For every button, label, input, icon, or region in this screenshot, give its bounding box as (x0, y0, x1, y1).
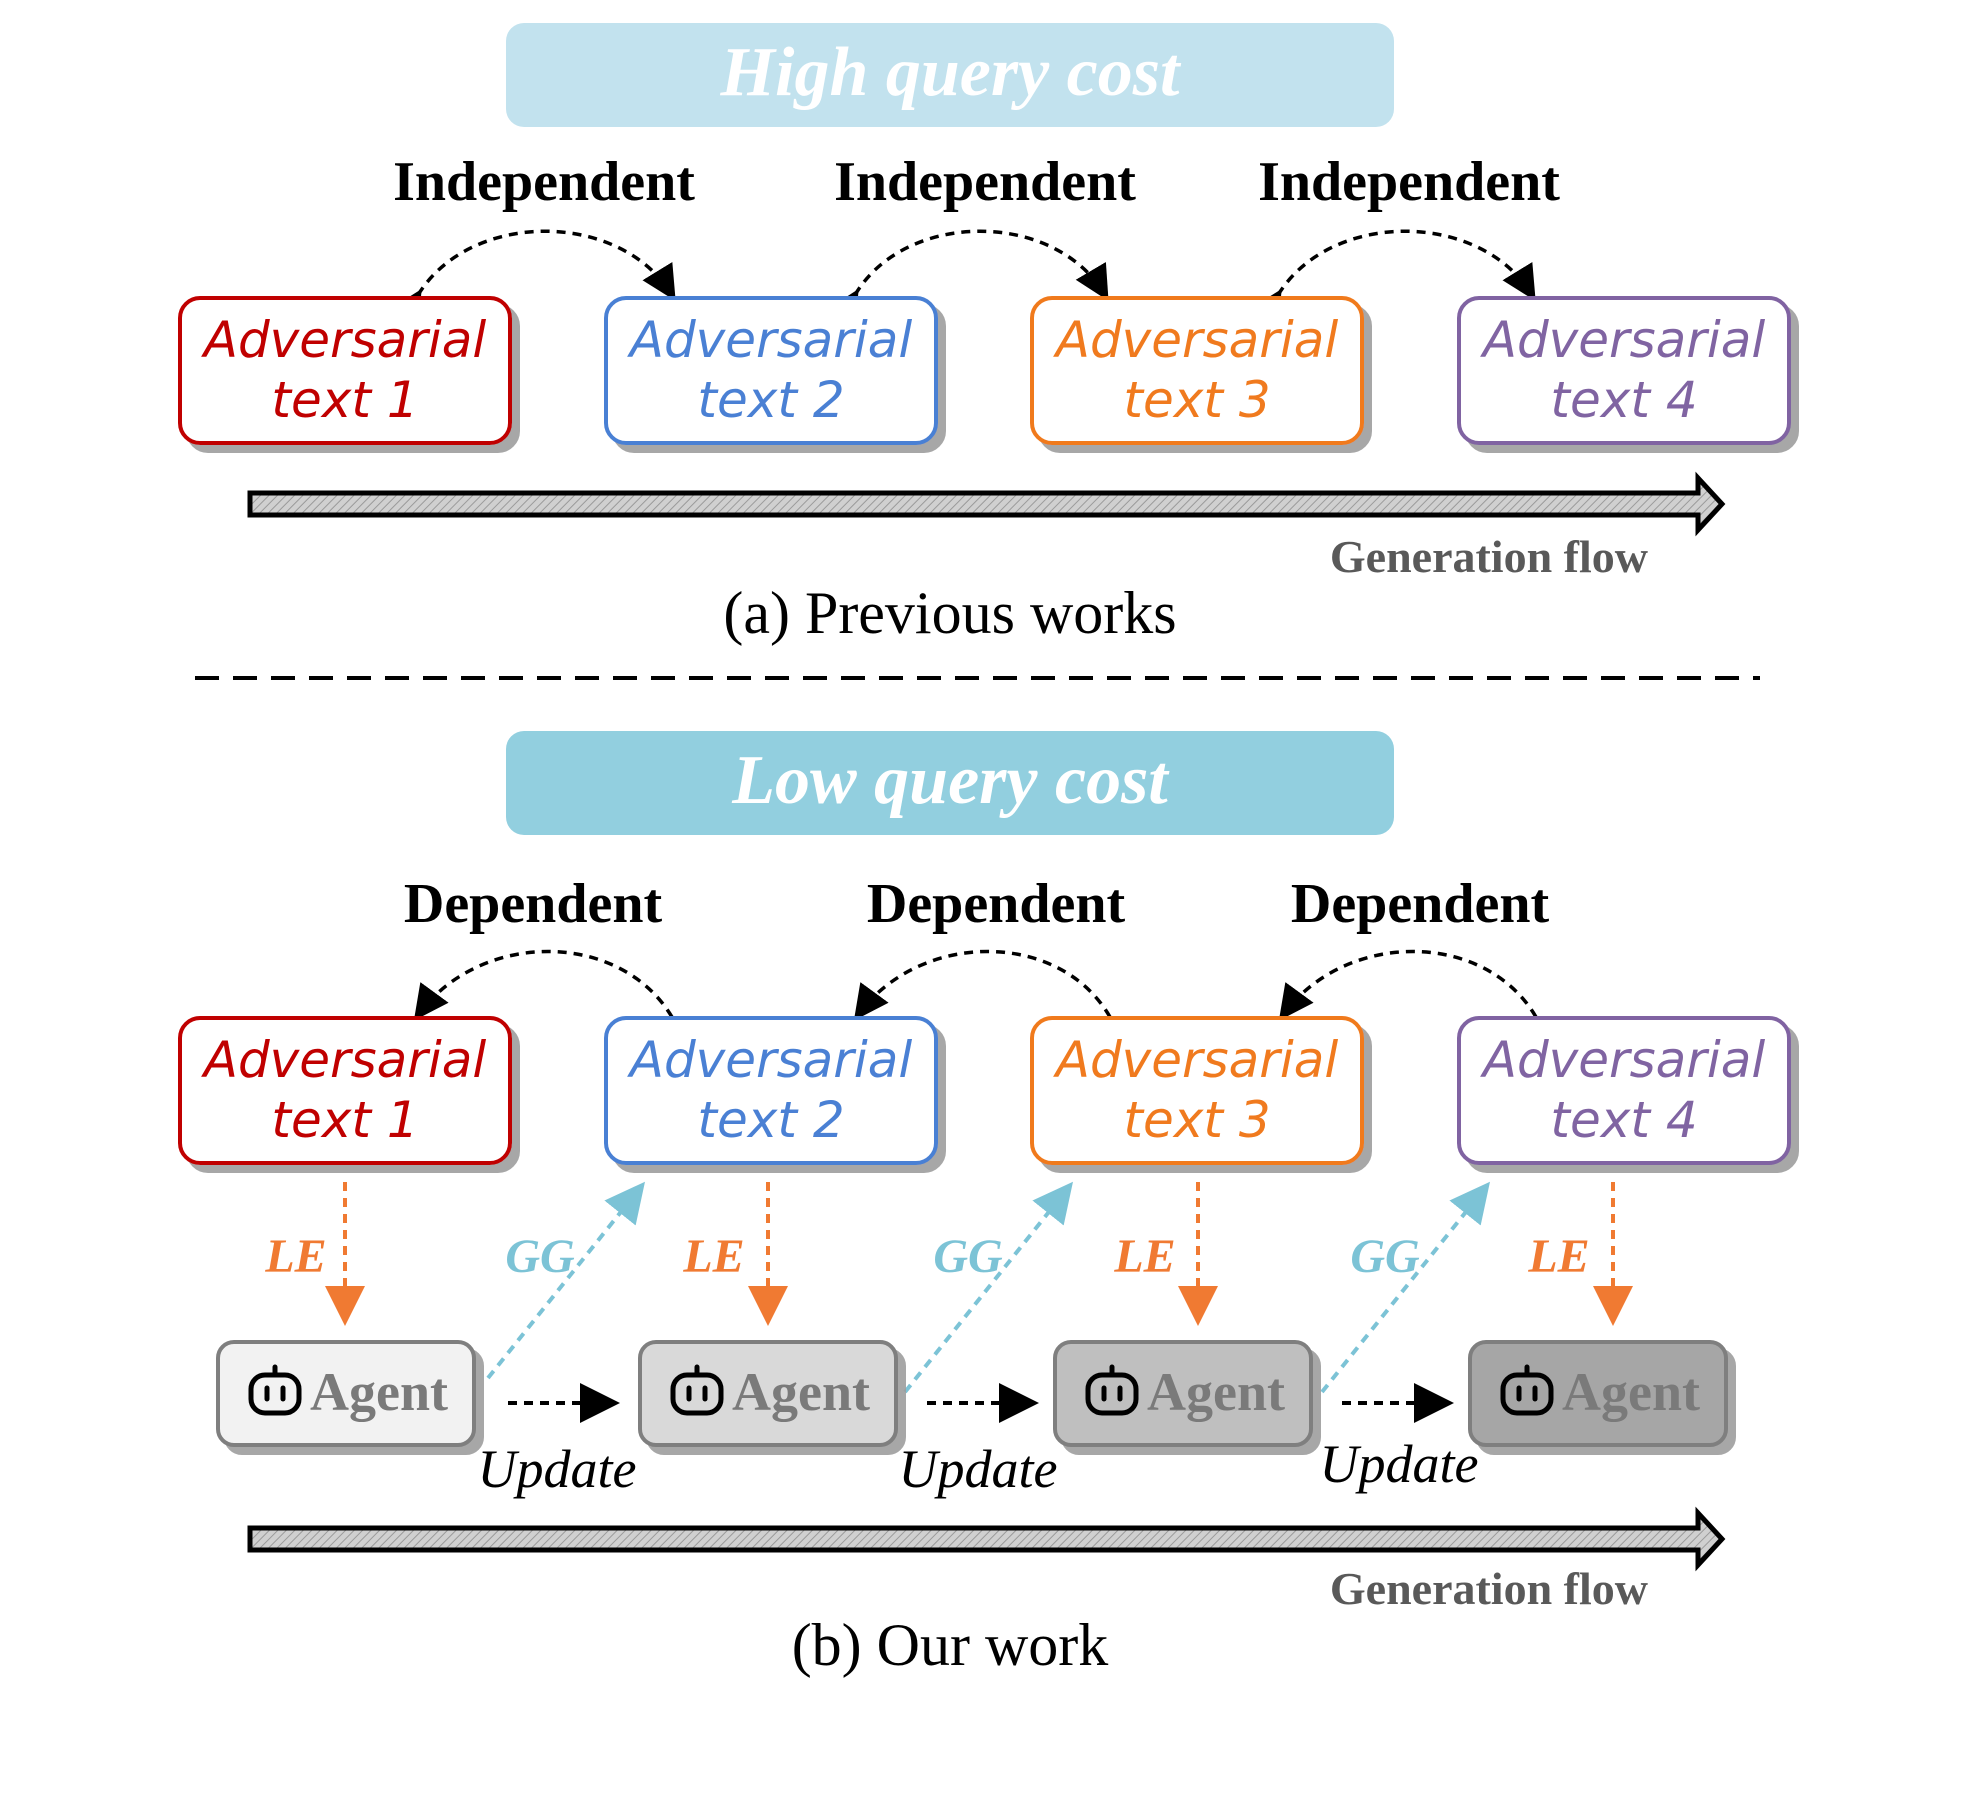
adversarial-text-box-1: Adversarial text 1 (178, 1016, 512, 1165)
le-label: LE (682, 1230, 744, 1283)
agent-label: Agent (310, 1362, 448, 1422)
relation-label: Independent (393, 151, 695, 213)
gg-arrow (903, 1181, 1073, 1394)
text-box-line2: text 2 (697, 371, 844, 429)
text-box-line2: text 4 (1550, 1091, 1697, 1149)
relation-label: Dependent (867, 873, 1126, 935)
text-box-line2: text 2 (697, 1091, 844, 1149)
generation-flow-label: Generation flow (1330, 1563, 1648, 1614)
update-label: Update (478, 1439, 637, 1499)
robot-icon (1085, 1364, 1139, 1416)
adversarial-text-box-3: Adversarial text 3 (1030, 296, 1364, 445)
le-label: LE (264, 1230, 326, 1283)
adversarial-text-box-3: Adversarial text 3 (1030, 1016, 1364, 1165)
caption-b: (b) Our work (792, 1612, 1109, 1678)
text-box-line1: Adversarial (1480, 311, 1766, 369)
banner-high-query-cost: High query cost (506, 23, 1394, 127)
generation-flow-label: Generation flow (1330, 531, 1648, 582)
text-box-line1: Adversarial (1053, 1031, 1339, 1089)
relation-label: Dependent (404, 873, 663, 935)
text-box-line1: Adversarial (201, 311, 487, 369)
update-label: Update (1320, 1434, 1479, 1494)
robot-icon (248, 1364, 302, 1416)
text-box-line1: Adversarial (1480, 1031, 1766, 1089)
bidirectional-arrow (388, 229, 676, 329)
adversarial-text-box-2: Adversarial text 2 (604, 296, 938, 445)
relation-label: Independent (834, 151, 1136, 213)
text-box-line1: Adversarial (627, 1031, 913, 1089)
generation-flow-arrow (247, 1506, 1726, 1572)
agent-box-3: Agent (1053, 1340, 1313, 1447)
agent-label: Agent (1147, 1362, 1285, 1422)
panel-a: High query cost Independent Independent … (178, 23, 1791, 646)
text-box-line2: text 1 (271, 371, 418, 429)
gg-label: GG (505, 1230, 575, 1283)
le-label: LE (1527, 1230, 1589, 1283)
caption-a: (a) Previous works (723, 580, 1176, 646)
generation-flow-arrow (247, 471, 1726, 537)
dependency-arrow (1278, 949, 1538, 1021)
gg-arrow (1320, 1181, 1490, 1394)
relation-label: Independent (1258, 151, 1560, 213)
banner-title: Low query cost (731, 742, 1170, 819)
agent-label: Agent (732, 1362, 870, 1422)
banner-low-query-cost: Low query cost (506, 731, 1394, 835)
adversarial-text-box-1: Adversarial text 1 (178, 296, 512, 445)
gg-label: GG (933, 1230, 1003, 1283)
text-box-line1: Adversarial (627, 311, 913, 369)
dependency-arrow (853, 949, 1112, 1021)
bidirectional-arrow (825, 229, 1109, 329)
text-box-line1: Adversarial (1053, 311, 1339, 369)
robot-icon (1500, 1364, 1554, 1416)
text-box-line1: Adversarial (201, 1031, 487, 1089)
le-label: LE (1113, 1230, 1175, 1283)
text-box-line2: text 1 (271, 1091, 418, 1149)
agent-label: Agent (1562, 1362, 1700, 1422)
gg-label: GG (1350, 1230, 1420, 1283)
text-box-line2: text 3 (1123, 1091, 1270, 1149)
dependency-arrow (413, 949, 674, 1021)
gg-arrow (486, 1181, 645, 1380)
adversarial-text-box-2: Adversarial text 2 (604, 1016, 938, 1165)
adversarial-text-box-4: Adversarial text 4 (1457, 296, 1791, 445)
panel-b: Low query cost Dependent Dependent Depen… (178, 731, 1791, 1678)
adversarial-text-box-4: Adversarial text 4 (1457, 1016, 1791, 1165)
agent-box-4: Agent (1468, 1340, 1728, 1447)
update-label: Update (899, 1439, 1058, 1499)
agent-box-2: Agent (638, 1340, 898, 1447)
text-box-line2: text 4 (1550, 371, 1697, 429)
bidirectional-arrow (1248, 229, 1536, 329)
relation-label: Dependent (1291, 873, 1550, 935)
robot-icon (670, 1364, 724, 1416)
text-box-line2: text 3 (1123, 371, 1270, 429)
agent-box-1: Agent (216, 1340, 476, 1447)
banner-title: High query cost (720, 34, 1182, 111)
